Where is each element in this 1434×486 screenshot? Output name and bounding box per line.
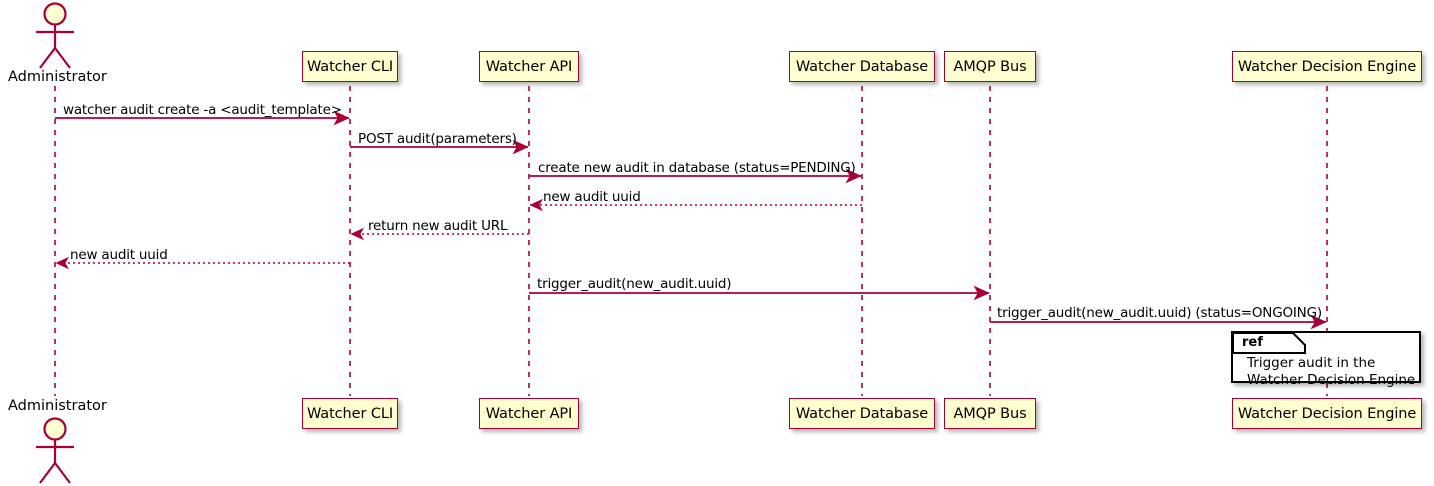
ref-fragment-line-1: Trigger audit in the [1247, 355, 1376, 371]
message-label-1: watcher audit create -a <audit_template> [63, 102, 342, 118]
ref-tag-label: ref [1242, 335, 1263, 350]
participant-box-amqp-bus-bottom[interactable]: AMQP Bus [944, 398, 1036, 429]
participant-box-watcher-decision-engine-bottom[interactable]: Watcher Decision Engine [1232, 398, 1422, 429]
participant-box-amqp-bus-top[interactable]: AMQP Bus [944, 51, 1036, 82]
actor-figure-bottom [36, 417, 74, 484]
lifelines-group [54, 86, 1328, 396]
actor-label-administrator-bottom: Administrator [8, 398, 107, 414]
message-label-8: trigger_audit(new_audit.uuid) (status=ON… [997, 305, 1322, 321]
message-label-5: return new audit URL [368, 218, 508, 234]
participant-box-watcher-cli-top[interactable]: Watcher CLI [302, 51, 398, 82]
message-label-7: trigger_audit(new_audit.uuid) [537, 276, 732, 292]
message-arrows-group [55, 110, 1327, 330]
ref-fragment-line-2: Watcher Decision Engine [1247, 372, 1416, 388]
ref-fragment-text: Trigger audit in the Watcher Decision En… [1247, 355, 1415, 389]
participant-box-watcher-database-top[interactable]: Watcher Database [789, 51, 935, 82]
participant-box-watcher-api-bottom[interactable]: Watcher API [479, 398, 579, 429]
message-label-2: POST audit(parameters) [358, 131, 517, 147]
actor-label-administrator-top: Administrator [8, 69, 107, 85]
ref-tag-shape [1232, 332, 1306, 354]
message-label-6: new audit uuid [70, 247, 168, 263]
participant-box-watcher-database-bottom[interactable]: Watcher Database [789, 398, 935, 429]
participant-box-watcher-cli-bottom[interactable]: Watcher CLI [302, 398, 398, 429]
actor-figure-top [36, 2, 74, 69]
message-label-3: create new audit in database (status=PEN… [538, 160, 856, 176]
participant-box-watcher-api-top[interactable]: Watcher API [479, 51, 579, 82]
message-label-4: new audit uuid [543, 189, 641, 205]
participant-box-watcher-decision-engine-top[interactable]: Watcher Decision Engine [1232, 51, 1422, 82]
ref-fragment-box[interactable]: ref Trigger audit in the Watcher Decisio… [1231, 331, 1421, 388]
